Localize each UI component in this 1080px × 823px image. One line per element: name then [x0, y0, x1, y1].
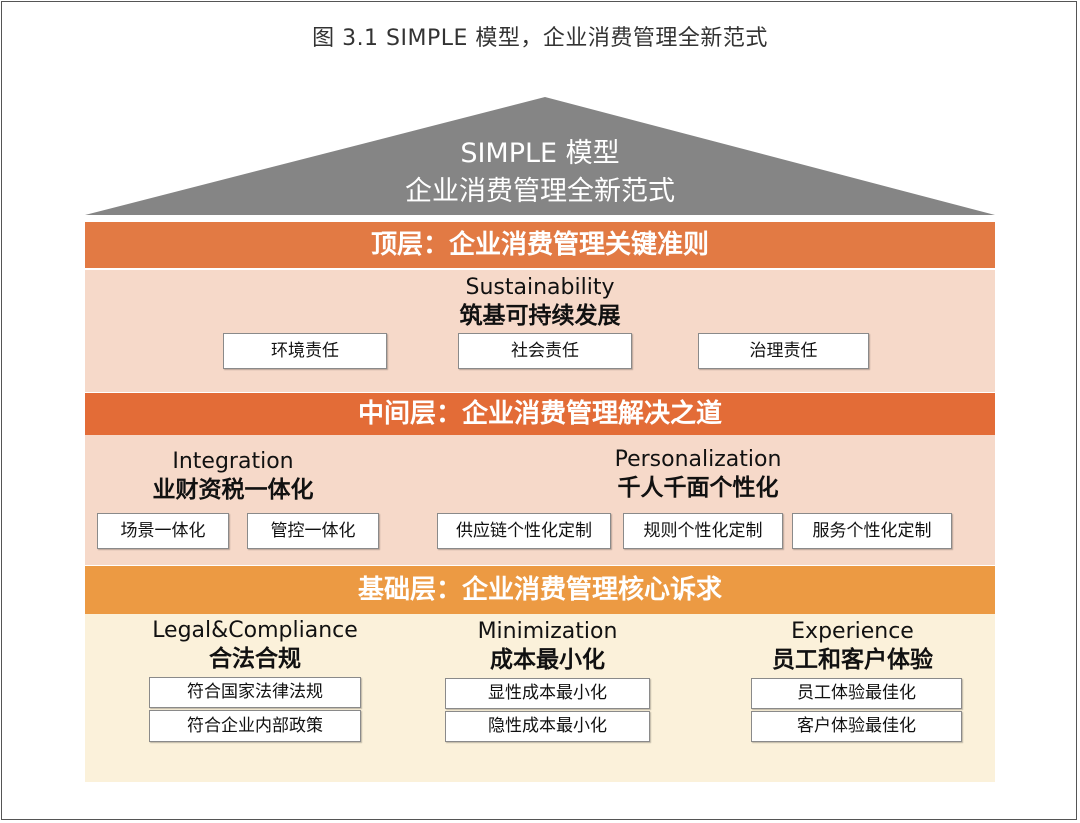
item-supply-chain-customization: 供应链个性化定制	[437, 513, 611, 549]
item-environmental-responsibility: 环境责任	[223, 333, 387, 369]
minimization-heading-cn: 成本最小化	[490, 647, 605, 673]
sustainability-heading-en: Sustainability	[465, 275, 615, 300]
personalization-heading-en: Personalization	[614, 447, 782, 472]
item-rule-customization: 规则个性化定制	[623, 513, 783, 549]
personalization-heading-cn: 千人千面个性化	[617, 475, 779, 501]
base-layer-band: 基础层：企业消费管理核心诉求	[85, 566, 995, 614]
middle-layer-band: 中间层：企业消费管理解决之道	[85, 393, 995, 435]
sustainability-heading: Sustainability 筑基可持续发展	[385, 274, 695, 330]
personalization-heading: Personalization 千人千面个性化	[560, 446, 836, 502]
legal-compliance-heading-cn: 合法合规	[209, 646, 301, 672]
experience-heading: Experience 员工和客户体验	[745, 618, 960, 674]
sustainability-heading-cn: 筑基可持续发展	[459, 303, 621, 329]
integration-heading-cn: 业财资税一体化	[152, 477, 314, 503]
roof-subtitle: 企业消费管理全新范式	[405, 176, 675, 207]
experience-heading-cn: 员工和客户体验	[772, 647, 933, 673]
top-layer-band: 顶层：企业消费管理关键准则	[85, 222, 995, 268]
integration-heading-en: Integration	[172, 449, 294, 474]
item-implicit-cost-minimization: 隐性成本最小化	[445, 711, 650, 742]
experience-heading-en: Experience	[791, 619, 914, 644]
integration-heading: Integration 业财资税一体化	[113, 448, 353, 504]
item-social-responsibility: 社会责任	[458, 333, 632, 369]
item-national-law-compliance: 符合国家法律法规	[149, 677, 361, 708]
item-scenario-integration: 场景一体化	[97, 513, 229, 549]
roof-triangle	[85, 97, 995, 217]
item-customer-experience: 客户体验最佳化	[751, 711, 962, 742]
legal-compliance-heading: Legal&Compliance 合法合规	[130, 617, 380, 673]
top-layer-panel	[85, 270, 995, 392]
item-internal-policy-compliance: 符合企业内部政策	[149, 710, 361, 742]
item-control-integration: 管控一体化	[247, 513, 379, 549]
roof-title: SIMPLE 模型	[460, 138, 620, 169]
item-employee-experience: 员工体验最佳化	[751, 678, 962, 709]
legal-compliance-heading-en: Legal&Compliance	[152, 618, 358, 643]
item-explicit-cost-minimization: 显性成本最小化	[445, 678, 650, 709]
item-governance-responsibility: 治理责任	[698, 333, 869, 369]
minimization-heading: Minimization 成本最小化	[440, 618, 655, 674]
minimization-heading-en: Minimization	[477, 619, 618, 644]
figure-caption: 图 3.1 SIMPLE 模型，企业消费管理全新范式	[312, 26, 768, 51]
item-service-customization: 服务个性化定制	[792, 513, 952, 549]
